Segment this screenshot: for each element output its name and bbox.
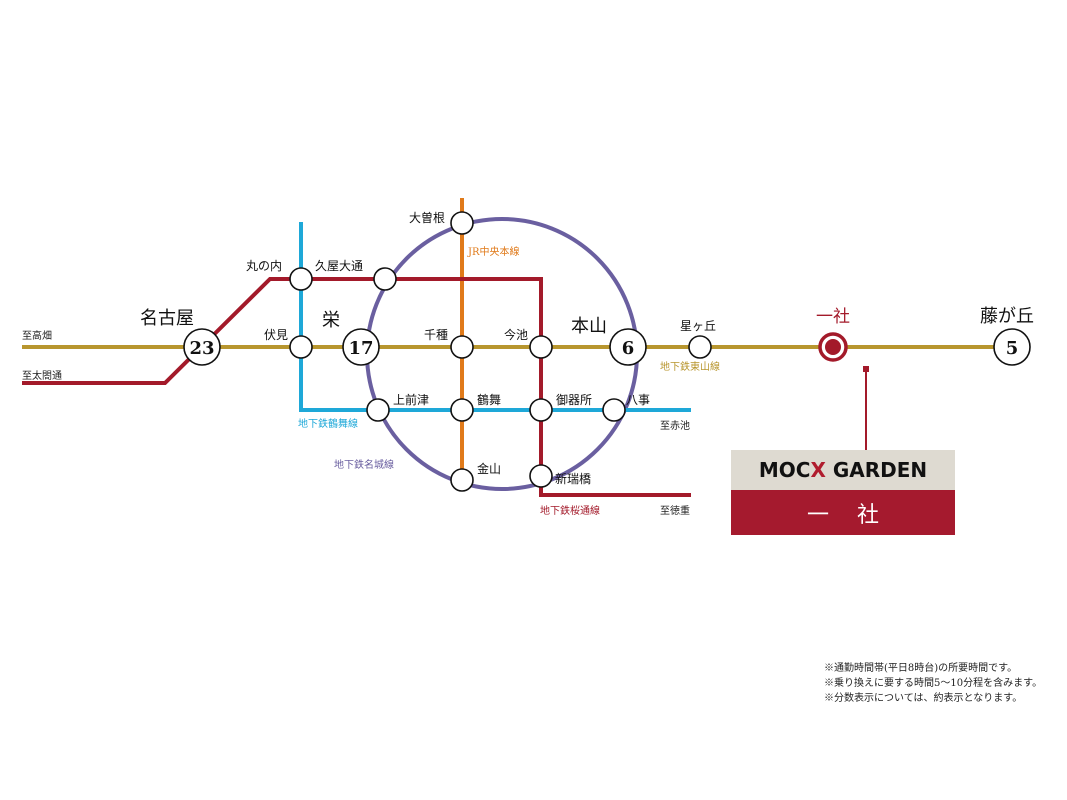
line-label-higashiyama: 地下鉄東山線 (660, 360, 720, 373)
station-tsurumai (450, 398, 474, 422)
line-label-meijo: 地下鉄名城線 (334, 458, 394, 471)
station-imaike (529, 335, 553, 359)
minutes-sakae: 17 (348, 338, 373, 359)
label-imaike: 今池 (504, 327, 528, 342)
label-chikusa: 千種 (424, 328, 448, 342)
station-hisaya (373, 267, 397, 291)
brand-text-b: GARDEN (825, 458, 928, 482)
sakuradori-line (22, 277, 691, 497)
label-hisaya: 久屋大通 (315, 259, 363, 273)
label-kanayama: 金山 (477, 461, 501, 476)
label-hoshigaoka: 星ヶ丘 (680, 319, 716, 333)
station-sakae (342, 328, 380, 366)
footnote: ※分数表示については、約表示となります。 (824, 693, 1023, 704)
label-tsurumai: 鶴舞 (477, 392, 501, 407)
label-fushimi: 伏見 (264, 328, 288, 342)
minutes-fujigaoka: 5 (1006, 338, 1019, 359)
brand-text-x: X (810, 458, 826, 482)
minutes-motoyama: 6 (622, 338, 635, 359)
meijo-line (365, 217, 639, 491)
station-nagoya (183, 328, 221, 366)
direction-takabata: 至高畑 (22, 329, 52, 342)
label-motoyama: 本山 (571, 316, 607, 337)
station-hoshigaoka (688, 335, 712, 359)
label-yagoto: 八事 (626, 393, 650, 407)
line-label-tsurumai: 地下鉄鶴舞線 (298, 417, 358, 430)
label-fujigaoka: 藤が丘 (980, 306, 1034, 327)
line-label-jr: JR中央本線 (467, 245, 520, 258)
label-nagoya: 名古屋 (140, 308, 194, 329)
station-ozone (450, 211, 474, 235)
station-shinmizuhashi (529, 464, 553, 488)
label-marunouchi: 丸の内 (246, 259, 282, 273)
footnote: ※乗り換えに要する時間5〜10分程を含みます。 (824, 678, 1043, 689)
direction-akaike: 至赤池 (660, 419, 690, 432)
direction-tokushige: 至徳重 (660, 504, 690, 517)
footnote: ※通勤時間帯(平日8時台)の所要時間です。 (824, 663, 1018, 674)
station-yagoto (602, 398, 626, 422)
brand-text-a: MOC (758, 458, 811, 482)
station-marunouchi (289, 267, 313, 291)
footnotes: ※通勤時間帯(平日8時台)の所要時間です。 ※乗り換えに要する時間5〜10分程を… (824, 661, 1042, 706)
label-kamimaezu: 上前津 (393, 392, 429, 407)
station-motoyama (609, 328, 647, 366)
station-gokiso (529, 398, 553, 422)
station-chikusa (450, 335, 474, 359)
property-pin (863, 366, 869, 372)
label-isshashi: 一社 (816, 307, 850, 327)
station-fushimi (289, 335, 313, 359)
station-kamimaezu (366, 398, 390, 422)
label-shinmizuhashi: 新瑞橋 (555, 471, 591, 486)
label-gokiso: 御器所 (556, 392, 592, 407)
direction-taikodori: 至太閤通 (22, 369, 62, 382)
label-ozone: 大曽根 (409, 210, 445, 225)
station-isshashi-dot (825, 339, 841, 355)
station-kanayama (450, 468, 474, 492)
line-label-sakuradori: 地下鉄桜通線 (540, 504, 600, 517)
minutes-nagoya: 23 (189, 338, 214, 359)
label-sakae: 栄 (322, 310, 340, 331)
property-name: 一社 (731, 490, 955, 535)
station-fujigaoka (993, 328, 1031, 366)
